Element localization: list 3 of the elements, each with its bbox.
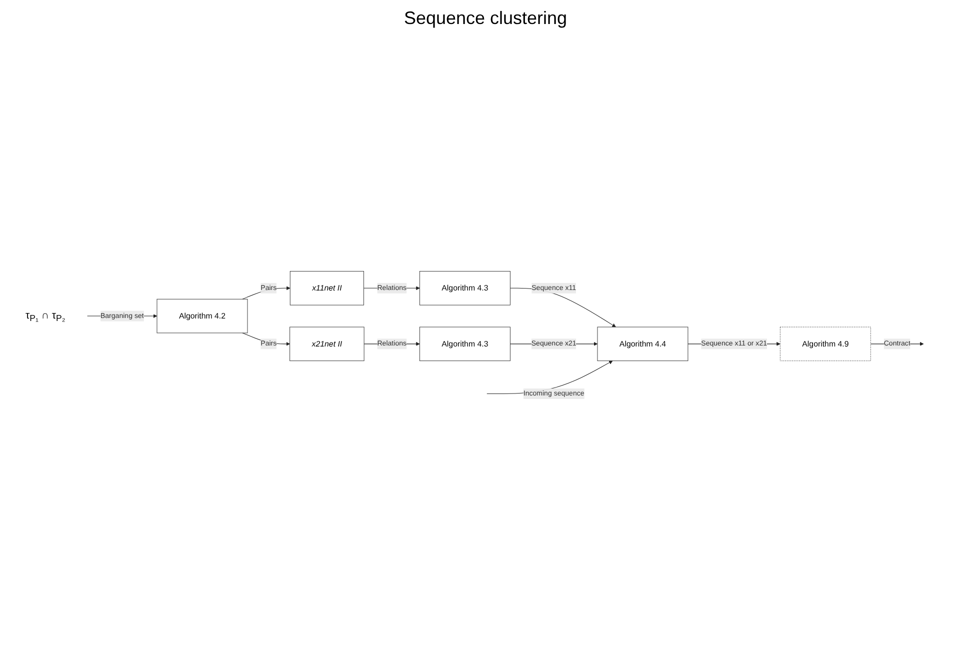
diagram-title: Sequence clustering (402, 8, 568, 29)
node-text: τ$_{P₁}$ ∩ τ$_{P₂}$ (25, 309, 66, 324)
arrow (242, 286, 290, 300)
